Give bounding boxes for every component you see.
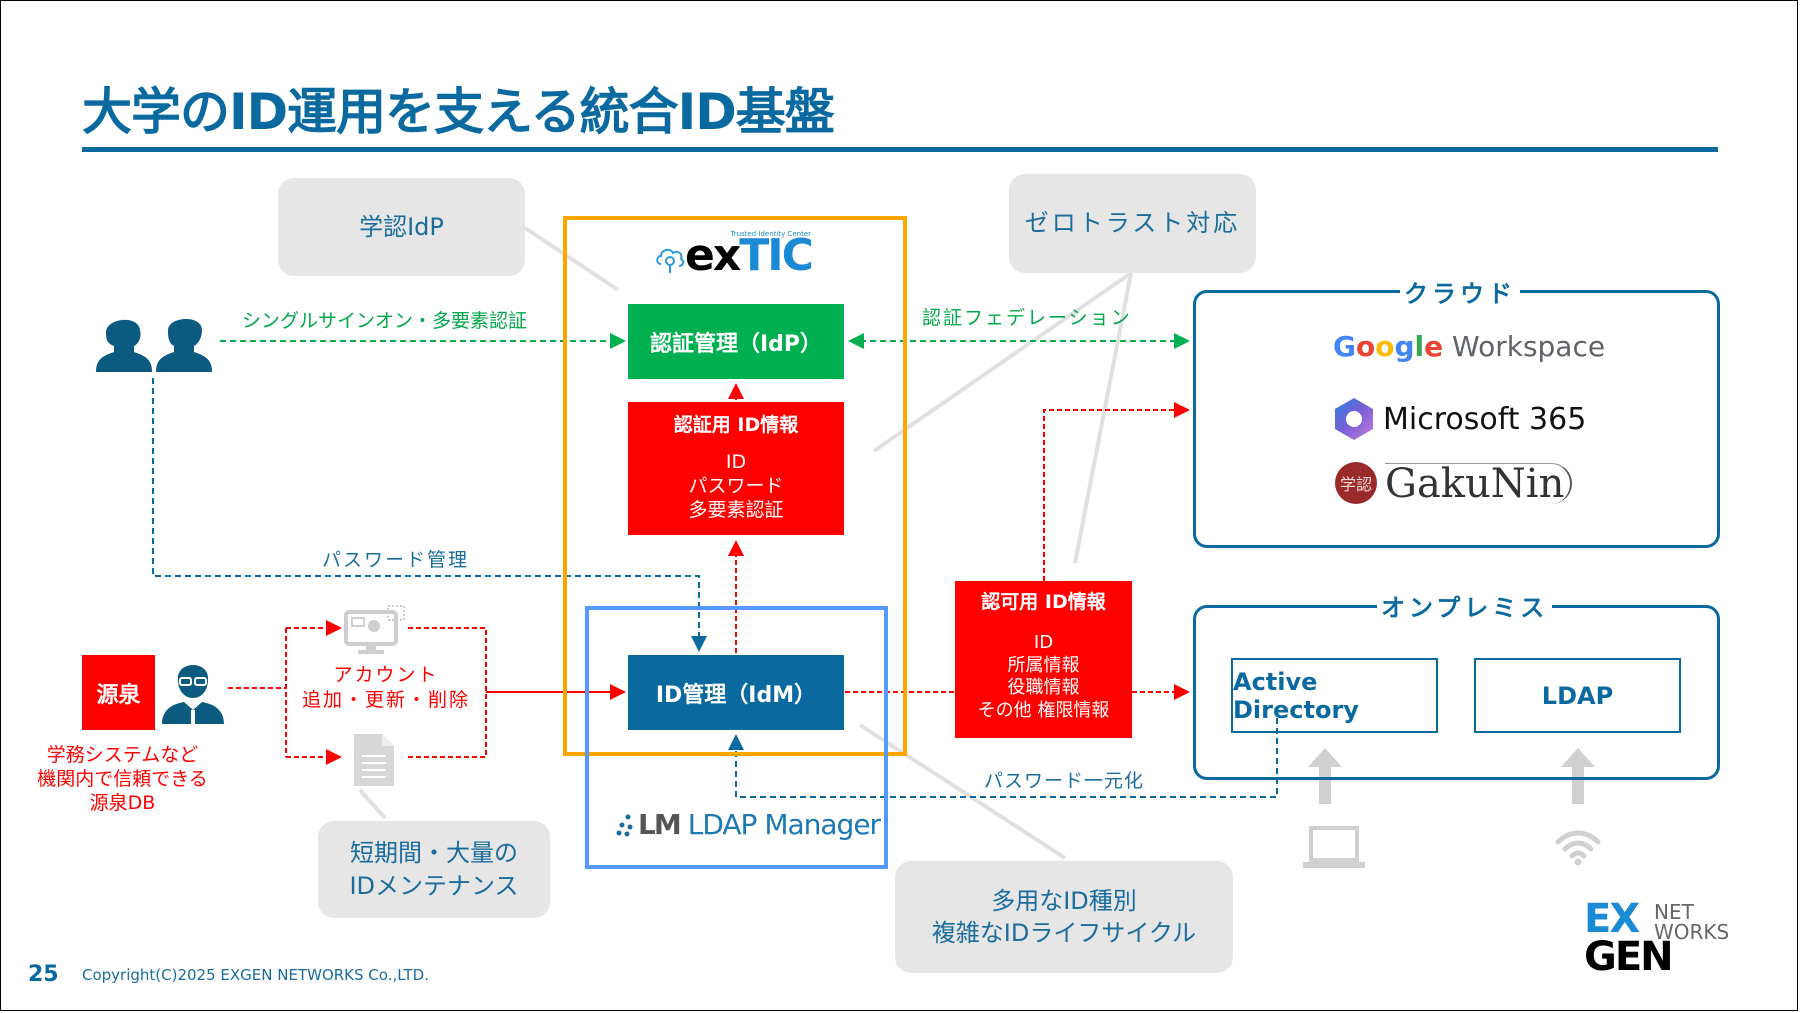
source-box-label: 源泉 bbox=[96, 682, 141, 708]
extic-frame bbox=[563, 216, 907, 756]
auth-id-box: 認証用 ID情報 ID パスワード 多要素認証 bbox=[628, 402, 844, 535]
callout-id-lifecycle: 多用なID種別 複雑なIDライフサイクル bbox=[895, 861, 1233, 973]
admin-gui-icon bbox=[344, 605, 405, 654]
microsoft-365-text: Microsoft 365 bbox=[1383, 401, 1587, 437]
users-icon bbox=[96, 318, 212, 372]
authz-id-line: 所属情報 bbox=[1007, 654, 1080, 676]
microsoft-365-icon bbox=[1335, 398, 1373, 440]
callout-gakunin-idp: 学認IdP bbox=[278, 178, 525, 276]
laptop-icon bbox=[1303, 826, 1365, 868]
authz-id-box: 認可用 ID情報 ID 所属情報 役職情報 その他 権限情報 bbox=[955, 581, 1132, 738]
password-mgmt-arrow bbox=[152, 378, 707, 652]
ldap-manager-mark: LM bbox=[638, 808, 682, 841]
csv-file-icon bbox=[354, 734, 394, 786]
callout-lifecycle-line: 多用なID種別 bbox=[991, 886, 1137, 915]
gakunin-seal-icon: 学認 bbox=[1335, 462, 1377, 504]
pointer-gakunin-idp bbox=[523, 226, 620, 292]
exgen-logo-gen: GEN bbox=[1584, 934, 1674, 980]
page-number: 25 bbox=[28, 962, 59, 987]
onprem-label: オンプレミス bbox=[1377, 588, 1553, 623]
authz-id-line: 役職情報 bbox=[1007, 677, 1080, 698]
laptop-up-arrow bbox=[1308, 748, 1342, 804]
pointer-zerotrust-auth bbox=[872, 271, 1133, 453]
account-ops-label: アカウント 追加・更新・削除 bbox=[296, 663, 476, 712]
exgen-logo-net: NET bbox=[1654, 900, 1694, 924]
cloud-label: クラウド bbox=[1400, 274, 1520, 309]
account-ops-line: 追加・更新・削除 bbox=[301, 688, 470, 711]
callout-zero-trust-text: ゼロトラスト対応 bbox=[1024, 209, 1241, 238]
source-note-line: 機関内で信頼できる bbox=[37, 767, 208, 790]
slide-title: 大学のID運用を支える統合ID基盤 bbox=[82, 83, 835, 141]
idm-box-label: ID管理（IdM） bbox=[655, 682, 817, 708]
extic-logo-tic: TIC bbox=[739, 230, 814, 281]
exgen-logo-works: WORKS bbox=[1654, 920, 1730, 944]
callout-pointers bbox=[358, 226, 1133, 860]
password-sync-arrow bbox=[728, 718, 1278, 798]
auth-id-line: ID bbox=[725, 451, 747, 473]
source-note-line: 源泉DB bbox=[89, 791, 156, 814]
callout-bulk-line: IDメンテナンス bbox=[349, 871, 519, 900]
idp-box: 認証管理（IdP） bbox=[628, 304, 844, 379]
client-up-arrows bbox=[1308, 748, 1595, 804]
authz-id-line: ID bbox=[1033, 632, 1054, 653]
auth-id-line: パスワード bbox=[688, 474, 784, 497]
idp-box-label: 認証管理（IdP） bbox=[649, 331, 823, 357]
callout-bulk-line: 短期間・大量の bbox=[350, 839, 518, 868]
account-ops-line: アカウント bbox=[333, 664, 439, 686]
federation-label: 認証フェデレーション bbox=[922, 307, 1132, 329]
extic-tagline: Trusted Identity Center bbox=[730, 230, 811, 238]
ldap-label: LDAP bbox=[1541, 681, 1614, 710]
wifi-icon bbox=[1555, 830, 1601, 866]
ldap-manager-frame bbox=[585, 606, 888, 869]
exgen-networks-logo: EX GEN NET WORKS bbox=[1584, 899, 1734, 980]
password-mgmt-label: パスワード管理 bbox=[322, 549, 470, 571]
authz-id-line: その他 権限情報 bbox=[977, 699, 1110, 721]
source-note: 学務システムなど 機関内で信頼できる 源泉DB bbox=[30, 744, 215, 815]
active-directory-label: Active Directory bbox=[1233, 667, 1359, 724]
callout-zero-trust: ゼロトラスト対応 bbox=[1009, 174, 1256, 273]
gakunin-seal-text: 学認 bbox=[1339, 475, 1372, 494]
ldap-box: LDAP bbox=[1474, 658, 1681, 733]
extic-logo: Trusted Identity Center exTIC bbox=[655, 230, 815, 282]
title-underline bbox=[82, 147, 1718, 152]
sso-mfa-label: シングルサインオン・多要素認証 bbox=[242, 310, 528, 332]
wifi-up-arrow bbox=[1561, 748, 1595, 804]
callout-bulk-maintenance: 短期間・大量の IDメンテナンス bbox=[318, 821, 550, 918]
idm-box: ID管理（IdM） bbox=[628, 655, 844, 730]
exgen-logo-ex: EX bbox=[1584, 896, 1640, 942]
ldap-manager-text: LDAP Manager bbox=[687, 808, 881, 841]
callout-gakunin-idp-text: 学認IdP bbox=[359, 212, 444, 241]
google-workspace-product: Workspace bbox=[1452, 330, 1606, 363]
gakunin-logo: 学認 GakuNin bbox=[1335, 462, 1573, 504]
gakunin-text: GakuNin bbox=[1385, 462, 1573, 504]
google-workspace-logo: Google Workspace bbox=[1333, 330, 1605, 363]
source-note-line: 学務システムなど bbox=[46, 744, 199, 766]
extic-logo-ex: ex bbox=[685, 230, 741, 281]
auth-id-line: 多要素認証 bbox=[688, 498, 784, 521]
administrator-icon bbox=[162, 665, 224, 724]
active-directory-box: Active Directory bbox=[1231, 658, 1438, 733]
source-box: 源泉 bbox=[82, 655, 155, 730]
callout-lifecycle-line: 複雑なIDライフサイクル bbox=[931, 919, 1197, 947]
auth-id-heading: 認証用 ID情報 bbox=[673, 414, 799, 436]
tree-nodes-icon bbox=[616, 814, 633, 836]
copyright: Copyright(C)2025 EXGEN NETWORKS Co.,LTD. bbox=[82, 966, 429, 984]
microsoft-365-logo: Microsoft 365 bbox=[1333, 396, 1586, 442]
authz-to-cloud-arrow bbox=[1043, 402, 1190, 581]
ldap-manager-logo: LM LDAP Manager bbox=[616, 808, 881, 841]
password-sync-label: パスワード一元化 bbox=[984, 770, 1145, 792]
pointer-zerotrust-authz bbox=[1073, 272, 1133, 564]
google-wordmark: Google bbox=[1333, 330, 1444, 363]
pointer-lifecycle bbox=[858, 723, 1067, 860]
cloud-key-icon bbox=[656, 248, 685, 273]
authz-id-heading: 認可用 ID情報 bbox=[981, 591, 1106, 613]
pointer-bulk bbox=[358, 788, 387, 820]
